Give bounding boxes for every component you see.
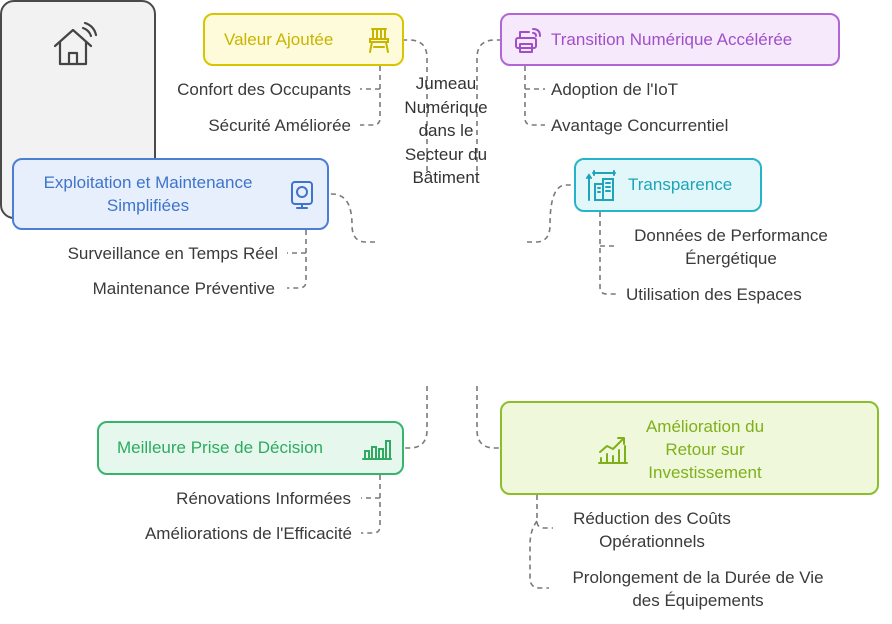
leaf-surveillance-temps-reel: Surveillance en Temps Réel	[67, 244, 278, 263]
central-title-line: Bâtiment	[412, 168, 480, 187]
branch-title: Transition Numérique Accélérée	[551, 29, 793, 49]
central-title-line: Secteur du	[404, 144, 488, 164]
branch-transparence: Transparence	[574, 158, 762, 212]
central-title-line: dans le	[418, 121, 474, 140]
leaf-donnees-performance-energetique: Données de Performance Énergétique	[614, 224, 848, 270]
branch-meilleure-prise-decision: Meilleure Prise de Décision	[97, 421, 404, 475]
leaf-line: Réduction des Coûts	[573, 509, 731, 528]
chair-icon	[369, 28, 389, 53]
branch-title-line: Exploitation et Maintenance	[43, 173, 253, 192]
leaf-maintenance-preventive: Maintenance Préventive	[92, 279, 275, 298]
leaf-utilisation-espaces: Utilisation des Espaces	[626, 285, 802, 304]
bar-chart-icon	[362, 440, 392, 460]
leaf-reduction-couts-operationnels: Réduction des Coûts Opérationnels	[552, 507, 752, 553]
branch-valeur-ajoutee: Valeur Ajoutée	[203, 13, 404, 66]
central-title-line: Numérique	[404, 97, 488, 117]
central-topic-title: Jumeau Numérique dans le Secteur du Bâti…	[0, 72, 892, 190]
branch-title-line: Amélioration du	[645, 417, 765, 436]
leaf-ameliorations-efficacite: Améliorations de l'Efficacité	[144, 524, 352, 543]
smart-home-icon	[53, 22, 98, 66]
branch-title-line: Investissement	[648, 463, 762, 482]
branch-exploitation-maintenance: Exploitation et Maintenance Simplifiées	[12, 158, 329, 230]
branch-title-line: Simplifiées	[106, 196, 190, 215]
leaf-securite-amelioree: Sécurité Améliorée	[208, 116, 351, 135]
branch-amelioration-roi: Amélioration du Retour sur Investissemen…	[500, 401, 879, 495]
leaf-avantage-concurrentiel: Avantage Concurrentiel	[551, 116, 729, 135]
branch-title: Meilleure Prise de Décision	[117, 438, 323, 457]
branch-transition-numerique: Transition Numérique Accélérée	[500, 13, 840, 66]
leaf-prolongement-duree-vie: Prolongement de la Durée de Vie des Équi…	[550, 566, 846, 612]
leaf-confort-des-occupants: Confort des Occupants	[177, 80, 351, 99]
leaf-adoption-iot: Adoption de l'IoT	[551, 80, 679, 99]
branch-title: Transparence	[628, 175, 733, 194]
central-title-line: Jumeau	[415, 74, 477, 93]
leaf-line: Prolongement de la Durée de Vie	[572, 568, 824, 587]
leaf-renovations-informees: Rénovations Informées	[176, 489, 351, 508]
growth-chart-icon	[598, 437, 628, 464]
leaf-line: Données de Performance	[634, 226, 828, 245]
leaf-line: Énergétique	[685, 249, 777, 268]
branch-title: Valeur Ajoutée	[224, 29, 334, 49]
building-measure-icon	[586, 170, 616, 201]
security-camera-icon	[291, 181, 313, 209]
leaf-line: Opérationnels	[599, 532, 705, 551]
leaf-line: des Équipements	[632, 591, 764, 610]
wireless-printer-icon	[515, 28, 541, 53]
branch-title-line: Retour sur	[665, 440, 745, 459]
